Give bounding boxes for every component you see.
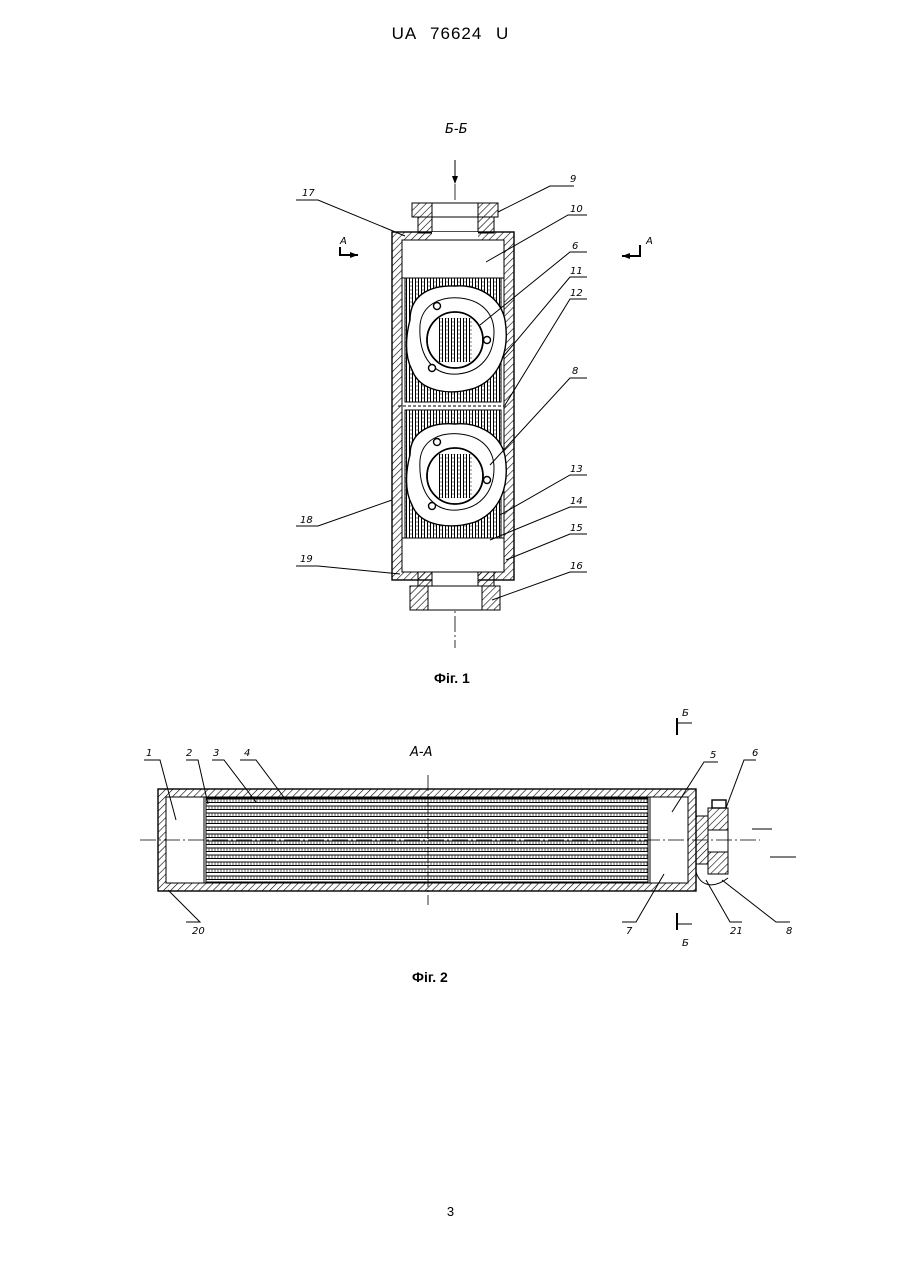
fig2-section-mark-top: Б	[682, 708, 689, 719]
fig2-label-1: 1	[146, 748, 152, 759]
fig1-label-8: 8	[572, 366, 578, 377]
fig1-section-mark-right: А	[645, 236, 653, 247]
fig2-label-7: 7	[626, 926, 633, 937]
lower-port-flange	[407, 424, 507, 526]
fig1-label-14: 14	[570, 496, 583, 507]
fig2-label-3: 3	[213, 748, 219, 759]
fig2-section-mark-bottom: Б	[682, 938, 689, 949]
fig1-label-6: 6	[572, 241, 578, 252]
fig1-label-17: 17	[302, 188, 315, 199]
figure-2-section-a-a: А-А Б Б	[140, 708, 796, 949]
fig1-label-19: 19	[300, 554, 313, 565]
fig1-label-10: 10	[570, 204, 583, 215]
fig2-label-6: 6	[752, 748, 758, 759]
fig1-label-16: 16	[570, 561, 583, 572]
fig1-label-11: 11	[570, 266, 583, 277]
fig2-label-2: 2	[186, 748, 192, 759]
fig1-label-12: 12	[570, 288, 583, 299]
fig2-label-20: 20	[192, 926, 205, 937]
fig1-section-title: Б-Б	[445, 122, 468, 137]
page-number: 3	[0, 1204, 901, 1219]
figure-1-section-b-b: Б-Б	[296, 122, 653, 648]
fig1-section-mark-left: А	[339, 236, 347, 247]
upper-port-flange	[407, 286, 507, 392]
fig1-label-18: 18	[300, 515, 313, 526]
fig2-label-5: 5	[710, 750, 716, 761]
fig1-caption: Фiг. 1	[434, 670, 470, 686]
fig2-caption: Фiг. 2	[412, 969, 448, 985]
fig1-label-13: 13	[570, 464, 583, 475]
fig2-label-8: 8	[786, 926, 792, 937]
fig1-label-15: 15	[570, 523, 583, 534]
fig1-label-9: 9	[570, 174, 576, 185]
fig2-section-title: А-А	[409, 745, 432, 760]
fig2-label-4: 4	[244, 748, 250, 759]
fig2-label-21: 21	[730, 926, 743, 937]
